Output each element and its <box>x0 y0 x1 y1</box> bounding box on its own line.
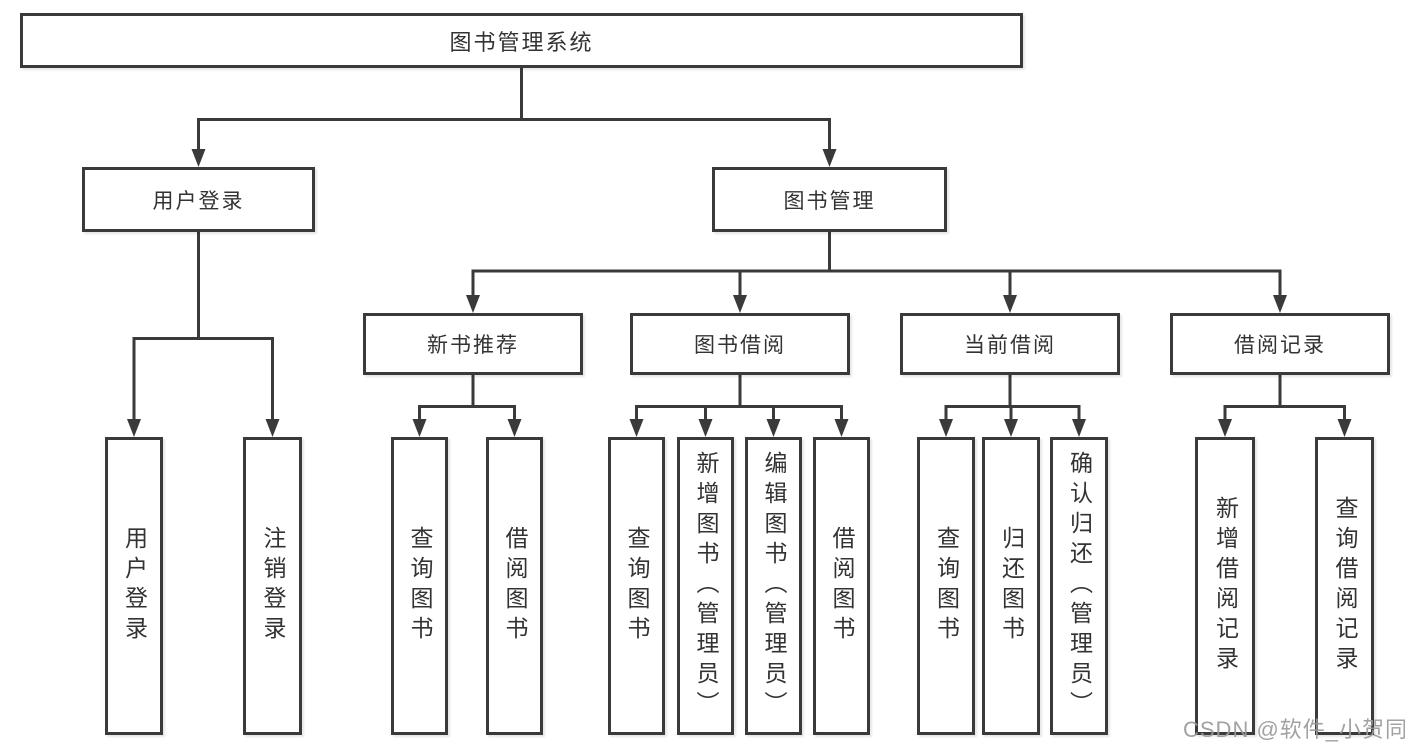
node-new-book-recommendation: 新书推荐 <box>363 313 583 375</box>
node-label: 当前借阅 <box>964 334 1056 357</box>
leaf-query-books-borrow: 查询图书 <box>608 437 665 735</box>
leaf-edit-books-admin: 编辑图书（管理员） <box>745 437 802 735</box>
node-library-management-system: 图书管理系统 <box>20 13 1023 68</box>
leaf-label: 新增借阅记录 <box>1212 496 1239 676</box>
leaf-query-books-recommend: 查询图书 <box>391 437 448 735</box>
leaf-label: 注销登录 <box>260 526 286 646</box>
node-current-borrowing: 当前借阅 <box>900 313 1120 375</box>
leaf-label: 用户登录 <box>121 526 148 646</box>
node-label: 图书管理系统 <box>449 29 594 55</box>
node-book-borrowing: 图书借阅 <box>630 313 850 375</box>
leaf-label: 新增图书（管理员） <box>693 451 719 721</box>
node-label: 新书推荐 <box>427 334 519 357</box>
leaf-label: 查询借阅记录 <box>1332 496 1358 676</box>
leaf-user-login: 用户登录 <box>105 437 163 735</box>
leaf-label: 归还图书 <box>998 526 1025 646</box>
node-label: 用户登录 <box>152 189 245 213</box>
leaf-return-books: 归还图书 <box>982 437 1040 735</box>
leaf-label: 借阅图书 <box>829 526 855 646</box>
leaf-label: 确认归还（管理员） <box>1066 451 1093 721</box>
leaf-query-books-current: 查询图书 <box>917 437 975 735</box>
leaf-label: 编辑图书（管理员） <box>761 451 787 721</box>
leaf-label: 查询图书 <box>407 526 433 646</box>
leaf-label: 查询图书 <box>933 526 960 646</box>
leaf-logout: 注销登录 <box>243 437 302 735</box>
node-label: 图书管理 <box>783 189 876 213</box>
leaf-label: 借阅图书 <box>502 526 528 646</box>
csdn-watermark: CSDN @软件_小贺同学 <box>1183 717 1405 742</box>
node-book-management: 图书管理 <box>712 167 947 232</box>
leaf-borrow-books-recommend: 借阅图书 <box>486 437 543 735</box>
leaf-add-borrow-record: 新增借阅记录 <box>1195 437 1255 735</box>
leaf-query-borrow-record: 查询借阅记录 <box>1315 437 1374 735</box>
node-label: 图书借阅 <box>694 334 786 357</box>
leaf-borrow-books: 借阅图书 <box>813 437 870 735</box>
leaf-confirm-return-admin: 确认归还（管理员） <box>1050 437 1108 735</box>
node-user-login: 用户登录 <box>82 167 315 232</box>
leaf-add-books-admin: 新增图书（管理员） <box>677 437 734 735</box>
leaf-label: 查询图书 <box>624 526 650 646</box>
node-label: 借阅记录 <box>1234 334 1326 357</box>
node-borrowing-records: 借阅记录 <box>1170 313 1390 375</box>
